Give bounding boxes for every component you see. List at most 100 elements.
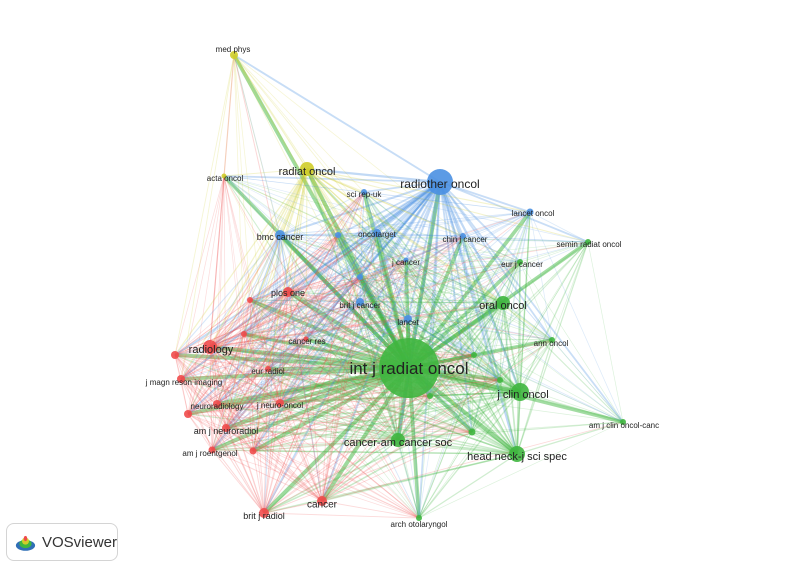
link [397,439,420,519]
link [359,301,420,519]
am-j-neuroradiol-node[interactable] [222,424,230,432]
int-j-radiat-oncol-node[interactable] [379,338,439,398]
sci-rep-uk-node[interactable] [361,189,367,195]
link [279,234,464,237]
link [211,333,245,451]
link [359,301,518,455]
cancer-label: cancer [307,500,338,511]
chin-j-cancer-node[interactable] [460,233,466,239]
unlabeled-node[interactable] [497,377,503,383]
link [174,338,307,356]
j-cancer-node[interactable] [403,257,409,263]
link [405,259,624,423]
am-j-roentgenol-node[interactable] [208,446,216,454]
link [262,366,411,515]
link [359,276,521,393]
link [267,261,521,370]
unlabeled-node[interactable] [468,428,476,436]
ann-oncol-node[interactable] [549,337,555,343]
link [225,427,323,502]
link [180,368,269,380]
unlabeled-node[interactable] [247,297,253,303]
link [263,276,361,514]
unlabeled-node[interactable] [241,331,247,337]
int-j-radiat-oncol-label: int j radiat oncol [349,359,468,378]
link [397,439,518,455]
link [462,235,501,381]
unlabeled-node[interactable] [427,393,433,399]
link [243,333,473,433]
oral-oncol-node[interactable] [496,296,510,310]
link [376,232,501,381]
unlabeled-node[interactable] [184,410,192,418]
link [233,54,441,183]
link [321,391,521,502]
radiother-oncol-node[interactable] [427,169,453,195]
eur-j-cancer-node[interactable] [517,259,523,265]
link [405,259,518,455]
link [216,181,441,405]
link [209,234,281,348]
vosviewer-logo-text: VOSviewer [41,533,117,551]
link [223,175,441,183]
link [211,259,407,451]
unlabeled-node[interactable] [357,274,363,280]
link [216,391,521,405]
lancet-node[interactable] [404,315,412,323]
link [249,211,531,301]
arch-otolaryngol-node[interactable] [416,515,422,521]
link [267,232,378,370]
plos-one-node[interactable] [283,287,293,297]
radiat-oncol-node[interactable] [300,162,314,176]
link [471,431,518,455]
unlabeled-node[interactable] [171,351,179,359]
lancet-oncol-node[interactable] [526,208,534,216]
link [216,299,251,405]
cancer-res-node[interactable] [303,336,309,342]
brit-j-cancer-node[interactable] [356,298,364,306]
unlabeled-node[interactable] [471,352,477,358]
link [187,259,407,415]
radiology-node[interactable] [203,340,217,354]
link [249,261,521,301]
neuroradiology-node[interactable] [213,400,221,408]
am-j-clin-oncol-canc-label: am j clin oncol-canc [589,421,659,430]
eur-radiol-node[interactable] [265,366,271,372]
link [187,366,410,416]
j-cancer-label: j cancer [391,258,420,267]
am-j-clin-oncol-canc-node[interactable] [620,419,626,425]
oncotarget-node[interactable] [373,229,381,237]
brit-j-radiol-node[interactable] [259,508,269,518]
vosviewer-logo[interactable]: VOSviewer [6,523,118,561]
link [376,232,464,237]
link [252,191,365,452]
j-magn-reson-imaging-node[interactable] [177,375,185,383]
link [174,354,227,429]
link [252,450,420,519]
link [279,211,531,404]
link [209,191,365,348]
link [249,181,441,301]
head-neck-node[interactable] [509,446,525,462]
j-neuro-oncol-node[interactable] [276,399,284,407]
semin-radiat-oncol-node[interactable] [585,239,591,245]
link [499,261,521,381]
acta-oncol-node[interactable] [221,173,227,179]
link [502,302,521,393]
link [337,234,553,341]
med-phys-node[interactable] [230,51,238,59]
link [180,366,410,381]
unlabeled-node[interactable] [249,447,257,455]
link [376,232,518,455]
cancer-node[interactable] [317,496,327,506]
link [209,346,281,404]
link [279,259,407,404]
link [223,175,409,320]
link [252,402,281,452]
cancer-am-cancer-soc-node[interactable] [391,433,405,447]
vosviewer-logo-icon [15,535,36,551]
bmc-cancer-node[interactable] [275,230,285,240]
j-clin-oncol-node[interactable] [511,383,529,401]
unlabeled-node[interactable] [335,232,341,238]
